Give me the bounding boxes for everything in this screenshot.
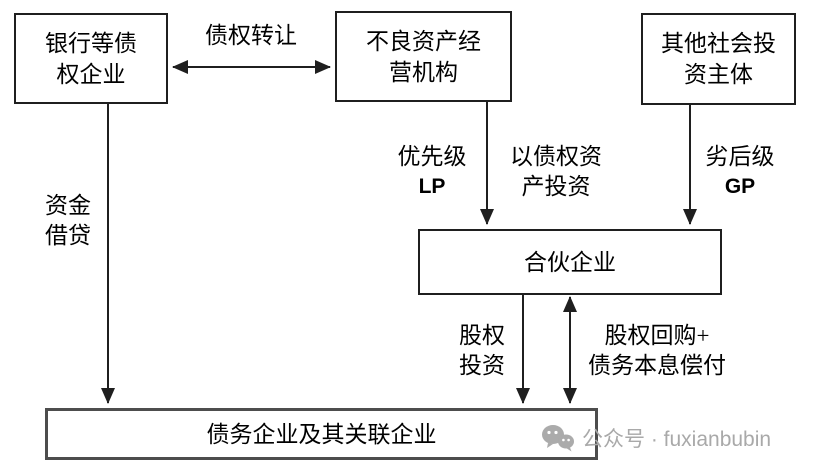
label-junior-gp-line2: GP xyxy=(724,175,756,198)
node-npl-operator-line2: 营机构 xyxy=(389,59,458,85)
node-bank-creditors-line2: 权企业 xyxy=(56,61,126,87)
node-bank-creditors: 银行等债 权企业 xyxy=(14,13,168,104)
label-equity-invest-line2: 投资 xyxy=(459,353,505,378)
watermark-text: 公众号 · fuxianbubin xyxy=(582,428,772,451)
label-fund-lending-line1: 资金 xyxy=(45,193,91,218)
label-junior-gp: 劣后级 GP xyxy=(700,142,780,202)
label-debt-asset-invest-line2: 产投资 xyxy=(521,174,591,199)
node-debtor-enterprises: 债务企业及其关联企业 xyxy=(45,408,598,460)
label-equity-invest-line1: 股权 xyxy=(459,323,505,348)
node-other-investors-line2: 资主体 xyxy=(684,62,753,87)
node-debtor-enterprises-label: 债务企业及其关联企业 xyxy=(206,421,437,447)
label-fund-lending: 资金 借贷 xyxy=(37,191,99,251)
label-repurchase-repay-line2: 债务本息偿付 xyxy=(588,353,726,378)
watermark: 公众号 · fuxianbubin xyxy=(541,423,771,453)
label-repurchase-repay-line1: 股权回购+ xyxy=(604,323,710,348)
node-partnership-label: 合伙企业 xyxy=(524,249,616,275)
label-senior-lp-line2: LP xyxy=(418,175,446,198)
label-equity-invest: 股权 投资 xyxy=(451,321,513,381)
node-bank-creditors-line1: 银行等债 xyxy=(45,30,137,56)
label-junior-gp-line1: 劣后级 xyxy=(705,144,775,169)
node-other-investors-line1: 其他社会投 xyxy=(661,31,776,56)
wechat-icon xyxy=(542,425,574,452)
node-partnership: 合伙企业 xyxy=(418,229,722,295)
label-debt-transfer: 债权转让 xyxy=(189,21,313,51)
label-debt-transfer-text: 债权转让 xyxy=(205,23,297,48)
label-senior-lp: 优先级 LP xyxy=(392,142,472,202)
label-debt-asset-invest: 以债权资 产投资 xyxy=(500,142,612,202)
node-npl-operator-line1: 不良资产经 xyxy=(366,28,481,54)
node-npl-operator: 不良资产经 营机构 xyxy=(335,11,512,102)
label-fund-lending-line2: 借贷 xyxy=(45,223,91,248)
node-other-investors: 其他社会投 资主体 xyxy=(641,13,796,105)
label-senior-lp-line1: 优先级 xyxy=(397,144,467,169)
label-repurchase-repay: 股权回购+ 债务本息偿付 xyxy=(577,321,737,381)
label-debt-asset-invest-line1: 以债权资 xyxy=(510,144,602,169)
